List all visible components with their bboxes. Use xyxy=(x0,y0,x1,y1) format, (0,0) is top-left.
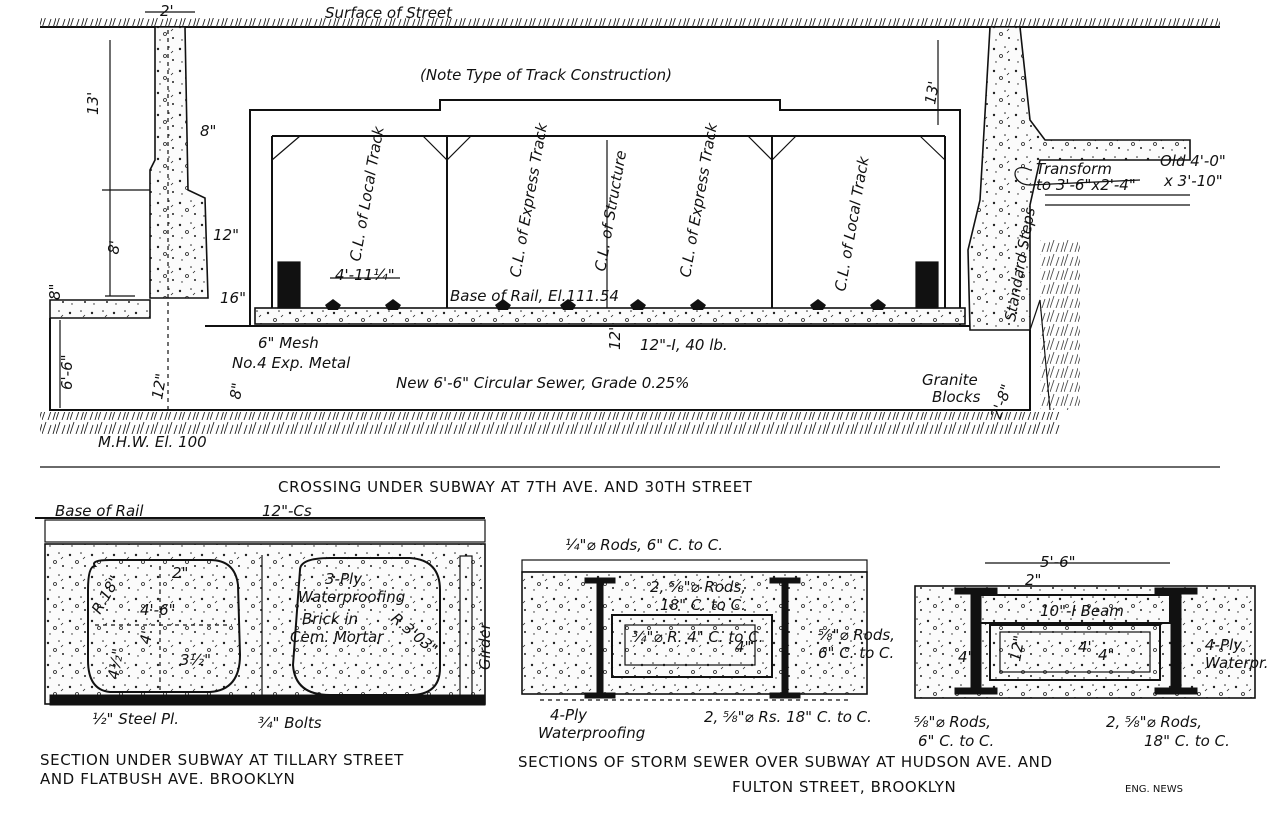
old-sewer-label-1: Old 4'-0" xyxy=(1160,152,1226,170)
left-dim-2in: 2" xyxy=(172,564,188,582)
mesh-label-1: 6" Mesh xyxy=(258,334,319,352)
dim-4-11: 4'-11¼" xyxy=(335,266,395,284)
right-rods-left-1: ⅝"⌀ Rods, xyxy=(914,713,991,731)
dim-12in-b: 12" xyxy=(606,324,624,350)
street-surface xyxy=(40,18,1220,28)
right-dim-4in-a: 4" xyxy=(958,648,974,666)
mid-rods-bottom: 2, ⅝"⌀ Rs. 18" C. to C. xyxy=(704,708,872,726)
right-caption-2: FULTON STREET, BROOKLYN xyxy=(732,778,956,796)
dim-12in-c: 12" xyxy=(148,372,170,401)
right-dim-5-6: 5'-6" xyxy=(1040,553,1076,571)
left-girder: Girder xyxy=(476,622,494,670)
tillary-street-section: Base of Rail 12"-Cs 2" R.18" 4'-6" 4' 3½… xyxy=(35,502,494,788)
left-bolts: ¾" Bolts xyxy=(258,714,322,732)
dim-8in: 8" xyxy=(200,122,216,140)
sewer-label: New 6'-6" Circular Sewer, Grade 0.25% xyxy=(396,374,689,392)
cl-express-track-1: C.L. of Express Track xyxy=(506,120,551,278)
mid-rods-inner: ¾"⌀ R. 4" C. to C. xyxy=(632,628,763,646)
right-rods-right-1: 2, ⅝"⌀ Rods, xyxy=(1106,713,1202,731)
transform-label-1: Transform xyxy=(1036,160,1112,178)
transform-label-2: to 3'-6"x2'-4" xyxy=(1036,176,1136,194)
mid-rods-right-2: 6" C. to C. xyxy=(818,644,894,662)
top-caption: CROSSING UNDER SUBWAY AT 7TH AVE. AND 30… xyxy=(278,478,753,496)
left-dim-4-6: 4'-6" xyxy=(140,601,176,619)
right-dim-4in-b: 4" xyxy=(1098,646,1114,664)
left-wall xyxy=(149,26,209,299)
cl-local-track-2: C.L. of Local Track xyxy=(831,154,873,293)
transform-pipe xyxy=(1014,167,1141,186)
subway-frame xyxy=(249,99,966,326)
cl-local-track-1: C.L. of Local Track xyxy=(346,124,388,263)
right-ply-1: 4-Ply xyxy=(1205,636,1243,654)
mid-dim-4in: 4" xyxy=(735,638,751,656)
right-beam: 10"-I Beam xyxy=(1040,602,1124,620)
left-dim-4ft: 4' xyxy=(136,629,156,646)
mid-ply-1: 4-Ply xyxy=(550,706,588,724)
circular-sewer xyxy=(40,240,1080,434)
eng-news-credit: ENG. NEWS xyxy=(1125,784,1183,795)
granite-label-1: Granite xyxy=(922,371,978,389)
right-dim-4ft: 4' xyxy=(1078,638,1092,656)
dim-2ft: 2' xyxy=(160,2,174,20)
right-dim-12in: 12" xyxy=(1006,634,1028,663)
hudson-ave-section-b: 5'-6" 2" 10"-I Beam 12" 4' 4" 4" 4-Ply W… xyxy=(914,553,1269,750)
cl-structure: C.L. of Structure xyxy=(591,149,630,273)
right-wall xyxy=(967,26,1191,331)
beam-label: 12"-I, 40 lb. xyxy=(640,336,728,354)
left-brick-1: Brick in xyxy=(302,610,358,628)
base-of-rail-elev: Base of Rail, El.111.54 xyxy=(450,287,619,305)
cl-express-track-2: C.L. of Express Track xyxy=(676,120,721,278)
left-ply-1: 3-Ply xyxy=(325,570,363,588)
right-ply-2: Waterpr. xyxy=(1205,654,1269,672)
left-brick-2: Cem. Mortar xyxy=(290,628,384,646)
mid-rods-mid-1: 2, ⅝"⌀ Rods, xyxy=(650,578,746,596)
mid-rods-top: ¼"⌀ Rods, 6" C. to C. xyxy=(565,536,723,554)
dim-13-right: 13' xyxy=(921,80,943,106)
mid-ply-2: Waterproofing xyxy=(538,724,645,742)
crossing-section-drawing: Surface of Street (Note Type of Track Co… xyxy=(40,2,1226,496)
left-channels: 12"-Cs xyxy=(262,502,312,520)
dim-12in: 12" xyxy=(213,226,239,244)
old-sewer-label-2: x 3'-10" xyxy=(1163,172,1223,190)
left-dim-3-5: 3½" xyxy=(180,651,211,669)
mesh-label-2: No.4 Exp. Metal xyxy=(232,354,351,372)
hudson-ave-section-a: ¼"⌀ Rods, 6" C. to C. 2, ⅝"⌀ Rods, 18" C… xyxy=(521,536,895,742)
dim-13-left: 13' xyxy=(84,92,102,115)
dim-8in-c: 8" xyxy=(226,381,247,400)
dim-8in-left: 8" xyxy=(46,284,64,300)
left-steel-plate: ½" Steel Pl. xyxy=(92,710,179,728)
mid-rods-right-1: ⅝"⌀ Rods, xyxy=(818,626,895,644)
rails xyxy=(277,261,939,310)
right-caption-1: SECTIONS OF STORM SEWER OVER SUBWAY AT H… xyxy=(518,753,1053,771)
left-dim-4-5: 4½" xyxy=(104,647,127,681)
right-rods-right-2: 18" C. to C. xyxy=(1144,732,1230,750)
left-caption-2: AND FLATBUSH AVE. BROOKLYN xyxy=(40,770,295,788)
right-dim-2in: 2" xyxy=(1025,571,1041,589)
dim-8ft: 8' xyxy=(104,239,124,256)
left-caption-1: SECTION UNDER SUBWAY AT TILLARY STREET xyxy=(40,751,404,769)
left-base-of-rail: Base of Rail xyxy=(55,502,144,520)
street-surface-label: Surface of Street xyxy=(325,4,453,22)
dim-6-6: 6'-6" xyxy=(58,354,76,390)
granite-label-2: Blocks xyxy=(932,388,981,406)
dim-16in: 16" xyxy=(220,289,246,307)
mhw-label: M.H.W. El. 100 xyxy=(98,433,207,451)
right-rods-left-2: 6" C. to C. xyxy=(918,732,994,750)
track-note: (Note Type of Track Construction) xyxy=(420,66,672,84)
left-ply-2: Waterproofing xyxy=(298,588,405,606)
mid-rods-mid-2: 18" C. to C. xyxy=(660,596,746,614)
